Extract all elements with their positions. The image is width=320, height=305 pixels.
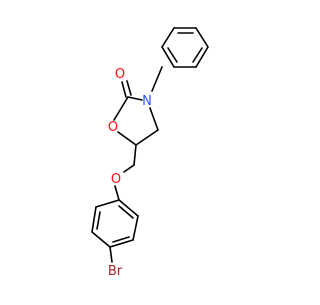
bond: [161, 27, 175, 48]
bond: [133, 144, 137, 166]
bromophenyl-ring: [91, 199, 139, 263]
bond: [149, 107, 159, 131]
bond: [127, 96, 143, 101]
double-bond: [126, 80, 132, 96]
bond: [109, 246, 113, 263]
double-bond-inner: [112, 236, 130, 243]
double-bond: [121, 81, 127, 98]
linker: [114, 144, 137, 201]
molecule-canvas: O N O O Br: [91, 27, 209, 279]
bond: [91, 231, 111, 248]
bond: [161, 46, 175, 68]
bond: [135, 129, 159, 146]
bond: [113, 96, 129, 121]
atom-label-nitrogen: N: [142, 94, 152, 109]
bond: [195, 27, 209, 48]
atom-label-ether-oxygen: O: [111, 172, 121, 187]
molecule-structure: O N O O Br: [91, 27, 209, 279]
double-bond-inner: [118, 205, 134, 219]
atom-label-carbonyl-oxygen: O: [115, 67, 125, 82]
double-bond-inner: [167, 47, 178, 63]
bond: [95, 199, 120, 208]
bond: [114, 185, 120, 201]
bond: [151, 66, 163, 92]
bond: [117, 131, 137, 146]
oxazolidinone-ring: [113, 66, 163, 146]
bond: [123, 164, 135, 173]
atom-label-bromine: Br: [108, 264, 123, 279]
bond: [91, 206, 97, 233]
double-bond-inner: [192, 47, 203, 63]
bond: [118, 199, 139, 217]
bond: [195, 46, 209, 68]
bond: [132, 215, 139, 241]
phenyl-ring: [161, 27, 209, 68]
atom-label-ring-oxygen: O: [108, 120, 118, 135]
double-bond-inner: [96, 211, 101, 230]
bond: [109, 239, 134, 248]
